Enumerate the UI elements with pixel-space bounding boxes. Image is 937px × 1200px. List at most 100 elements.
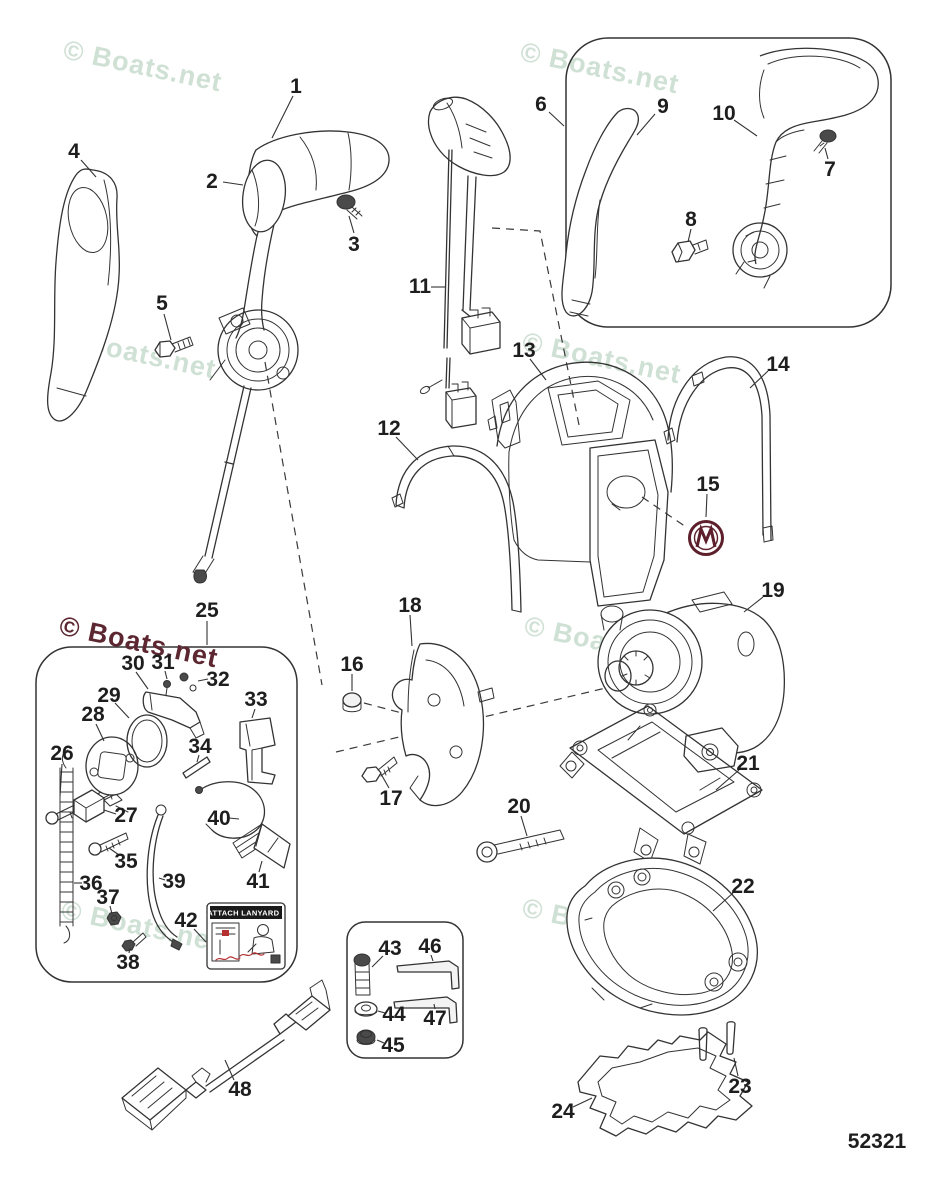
part-48-adapter-harness [121, 979, 331, 1131]
part-label-46[interactable]: 46 [418, 935, 441, 958]
leader-line-part-6 [548, 111, 565, 127]
part-3-screw [336, 194, 363, 220]
part-23-pins [698, 1021, 736, 1061]
part-4-grip-cover [46, 168, 121, 422]
leader-line-part-41 [258, 860, 263, 873]
leader-line-part-31 [164, 670, 168, 680]
leader-line-part-28 [95, 723, 105, 742]
part-label-43[interactable]: 43 [378, 937, 401, 960]
part-label-8[interactable]: 8 [685, 208, 697, 231]
leader-line-part-1 [271, 95, 294, 139]
part-label-11[interactable]: 11 [409, 275, 432, 298]
part-14-side-seal [663, 356, 774, 543]
part-8-bolt [671, 239, 709, 263]
part-label-12[interactable]: 12 [377, 417, 400, 440]
part-33-retainer-clip [239, 717, 276, 785]
leader-line-part-21 [715, 769, 740, 791]
leader-line-part-47 [433, 1003, 436, 1010]
part-label-24[interactable]: 24 [551, 1100, 575, 1123]
decal-header-text: ATTACH LANYARD • [207, 909, 284, 918]
part-label-22[interactable]: 22 [731, 875, 754, 898]
leader-line-part-43 [371, 955, 384, 968]
internal-parts-group-box [35, 646, 298, 983]
part-label-7[interactable]: 7 [824, 158, 836, 181]
part-label-27[interactable]: 27 [114, 804, 137, 827]
watermark-boats-net: © Boats.net [61, 35, 225, 98]
handle-parts-group-box [565, 37, 892, 328]
part-label-6[interactable]: 6 [535, 93, 547, 116]
part-label-47[interactable]: 47 [423, 1007, 446, 1030]
part-label-9[interactable]: 9 [657, 95, 669, 118]
part-label-25[interactable]: 25 [195, 599, 219, 622]
part-12-side-seal [391, 445, 522, 613]
part-label-10[interactable]: 10 [712, 102, 735, 125]
part-43-screw [353, 953, 371, 996]
part-label-31[interactable]: 31 [151, 651, 175, 674]
part-label-16[interactable]: 16 [340, 653, 363, 676]
part-label-23[interactable]: 23 [728, 1075, 751, 1098]
part-18-mount-plate [391, 642, 495, 807]
dashed-axis-handle-to-box [264, 361, 323, 686]
leader-line-part-48 [224, 1059, 235, 1081]
part-label-3[interactable]: 3 [348, 233, 360, 256]
part-label-19[interactable]: 19 [761, 579, 784, 602]
part-label-26[interactable]: 26 [50, 742, 73, 765]
leader-line-part-2 [222, 181, 244, 186]
leader-line-part-32 [197, 678, 209, 682]
part-27-switch [73, 789, 129, 823]
leader-line-part-35 [108, 847, 120, 856]
watermark-boats-net: © Boats.net [520, 327, 684, 390]
part-label-33[interactable]: 33 [244, 688, 267, 711]
part-label-32[interactable]: 32 [206, 668, 229, 691]
part-label-45[interactable]: 45 [381, 1034, 405, 1057]
part-label-5[interactable]: 5 [156, 292, 168, 315]
part-11-trim-handle-assembly [419, 96, 511, 429]
part-label-14[interactable]: 14 [766, 353, 790, 376]
watermark-boats-net: © Boats.net [518, 37, 682, 100]
leader-line-part-46 [430, 954, 434, 962]
leader-line-part-37 [109, 905, 113, 915]
part-35-screw [88, 832, 129, 856]
part-label-41[interactable]: 41 [246, 870, 270, 893]
leader-lines-layer [59, 95, 829, 1108]
part-5-bolt [154, 336, 194, 358]
part-label-21[interactable]: 21 [736, 752, 760, 775]
part-label-48[interactable]: 48 [228, 1078, 252, 1101]
leader-line-part-42 [193, 928, 207, 943]
part-17-bolt [361, 756, 398, 783]
part-label-30[interactable]: 30 [121, 652, 144, 675]
part-label-39[interactable]: 39 [162, 870, 185, 893]
part-label-13[interactable]: 13 [512, 339, 535, 362]
part-45-lock-nut [356, 1029, 376, 1045]
part-16-plug [342, 692, 362, 713]
part-label-42[interactable]: 42 [174, 909, 197, 932]
part-label-17[interactable]: 17 [379, 787, 402, 810]
part-38-bolt [121, 932, 147, 952]
leader-line-part-39 [158, 877, 166, 881]
part-label-35[interactable]: 35 [114, 850, 138, 873]
part-10-handle-shell [732, 47, 879, 289]
part-label-38[interactable]: 38 [116, 951, 140, 974]
part-1-control-handle [192, 130, 390, 584]
leader-line-part-15 [705, 493, 708, 518]
part-label-15[interactable]: 15 [696, 473, 720, 496]
part-label-1[interactable]: 1 [290, 75, 302, 98]
leader-line-part-40 [228, 817, 240, 820]
part-label-4[interactable]: 4 [68, 140, 80, 163]
part-label-37[interactable]: 37 [96, 886, 119, 909]
part-label-20[interactable]: 20 [507, 795, 530, 818]
part-28-disc [85, 736, 139, 796]
part-label-28[interactable]: 28 [81, 703, 105, 726]
leader-line-part-24 [572, 1097, 593, 1108]
part-label-2[interactable]: 2 [206, 170, 218, 193]
leader-line-part-45 [376, 1039, 385, 1044]
part-label-29[interactable]: 29 [97, 684, 120, 707]
part-label-18[interactable]: 18 [398, 594, 422, 617]
part-label-44[interactable]: 44 [382, 1003, 406, 1026]
part-label-34[interactable]: 34 [188, 735, 212, 758]
leader-line-part-10 [733, 119, 758, 137]
part-label-40[interactable]: 40 [207, 807, 230, 830]
leader-line-part-20 [520, 815, 528, 837]
leader-line-part-18 [409, 614, 413, 647]
part-label-36[interactable]: 36 [79, 872, 102, 895]
